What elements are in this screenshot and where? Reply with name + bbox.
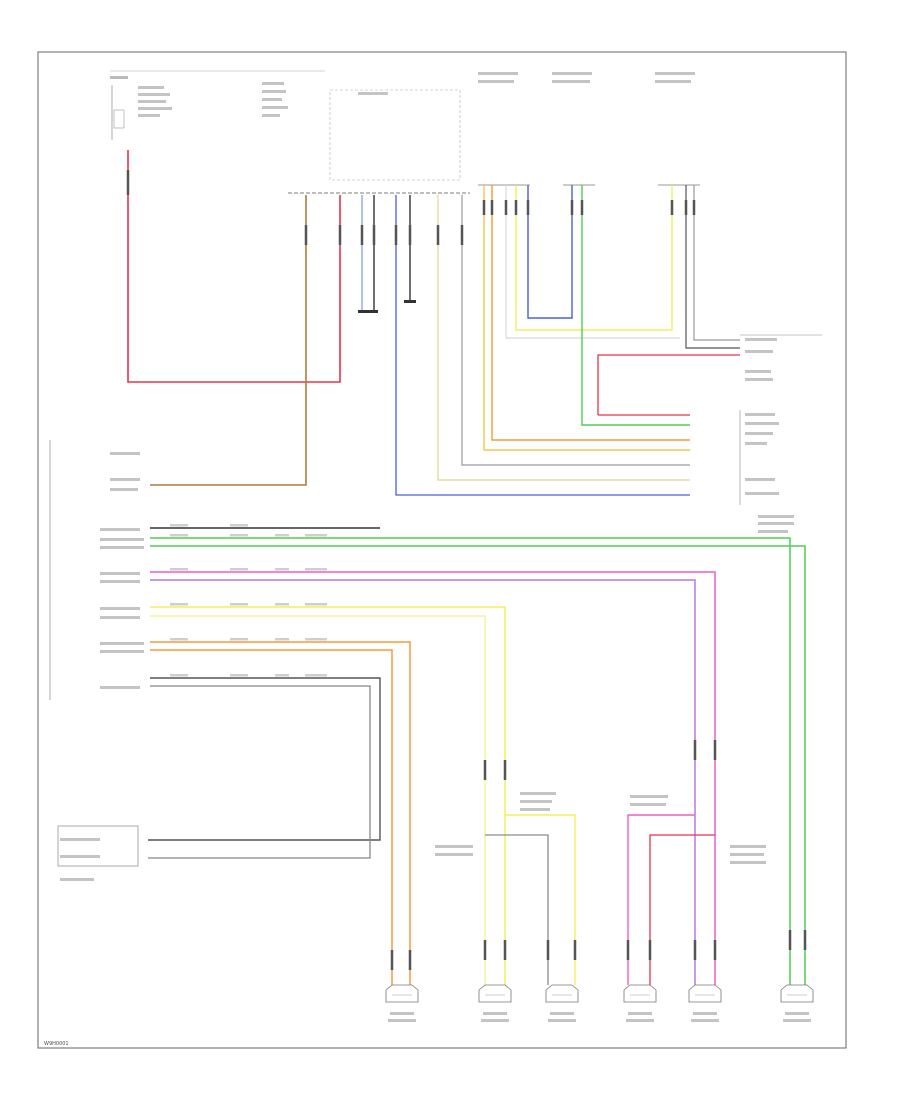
right-front-door-speaker-symbol [623,984,657,1022]
tan-wire [437,195,690,481]
red-power-wire [127,150,341,383]
amp-blue-wire [527,185,573,319]
amp-white-wire [505,185,680,339]
left-door-plus-wire [505,814,576,985]
right-module-label-bars [745,338,794,533]
remote-green-wire [581,185,690,426]
wire-connector-marks [126,170,807,970]
left-front-tweeter-speaker-symbol [478,984,512,1022]
right-rear-speaker-plus-wire [150,537,791,985]
gray-wire [461,195,690,466]
fuse-icon [113,109,125,129]
fuse-block-labels [110,76,172,117]
blue-wire [395,195,690,496]
brown-wire [150,195,307,486]
right-front-minus-wire [150,579,696,985]
diagram-code: W9H0001 [44,1041,69,1047]
diagram-border [37,51,847,1049]
left-front-minus-wire [150,615,486,985]
right-rear-speaker-symbol [780,984,814,1022]
right-rear-speaker-minus-wire [150,545,806,985]
left-rear-speaker-symbol [385,984,419,1022]
right-door-plus-wire [627,814,695,985]
right-door-minus-wire [649,834,715,985]
antenna-signal-wire [148,677,381,841]
amp-orange-wire [491,185,690,441]
antenna-ground-wire [148,685,371,859]
left-remote-gray-wire [693,185,740,341]
ground-symbols [358,300,416,313]
wire-code-label-bars [170,524,327,677]
radio-antenna-box [57,825,139,867]
radio-module-box [329,89,461,181]
amp-yellow-wire [483,185,690,451]
speaker-group [385,984,814,1022]
right-front-tweeter-speaker-symbol [688,984,722,1022]
left-front-door-speaker-symbol [545,984,579,1022]
wire-group [127,150,806,985]
module-labels-top-right [478,72,695,83]
remote-red-wire [597,354,740,415]
left-front-plus-wire [150,606,506,985]
radio-pin-label-bars [60,452,144,881]
left-remote-black-wire [685,185,740,349]
right-front-plus-wire [150,571,716,985]
left-rear-plus-wire [150,641,411,985]
radio-pin-labels [262,82,388,117]
left-rear-minus-wire [150,649,393,985]
amp-lightyellow-wire [515,185,673,331]
left-door-minus-wire [485,834,549,985]
junction-label-bars [435,792,766,864]
